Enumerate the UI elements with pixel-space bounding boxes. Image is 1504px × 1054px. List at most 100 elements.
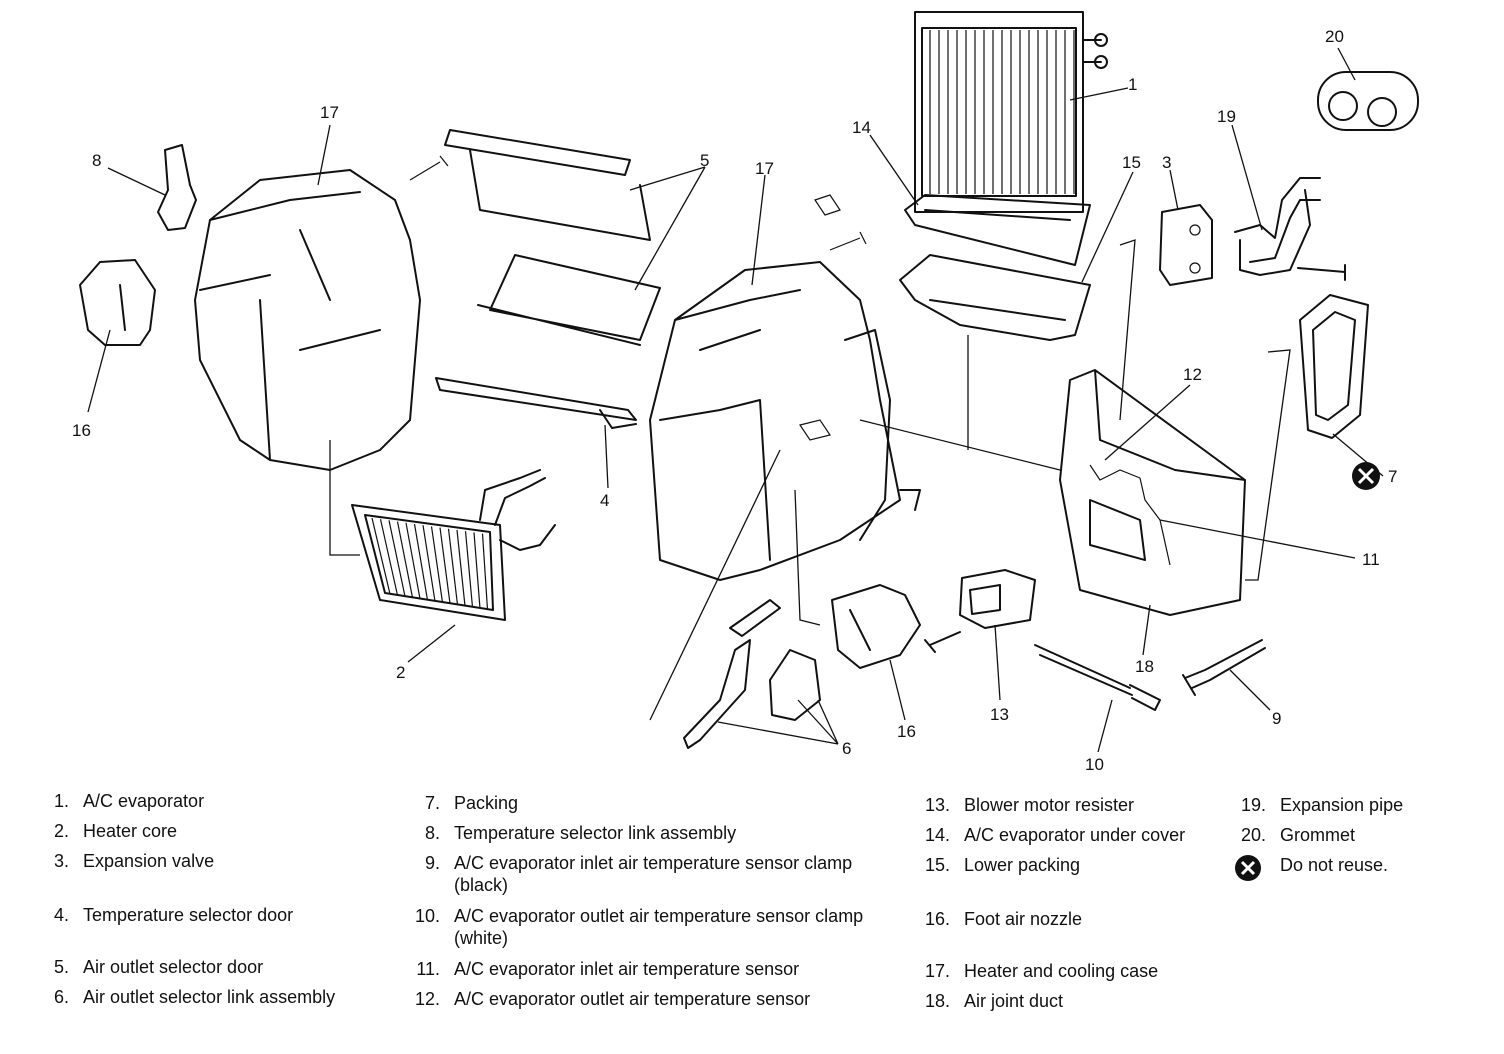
heater-core-fin-line	[379, 519, 399, 596]
guide-line	[649, 449, 781, 721]
guide-line	[794, 489, 821, 626]
heater-core-fin-line	[430, 526, 444, 603]
legend-item-4: 4.Temperature selector door	[54, 904, 294, 926]
resister-screw-drawing	[924, 631, 961, 653]
heater-cooling-case-right-drawing	[649, 261, 901, 581]
legend-item-12: 12. A/C evaporator outlet air temperature…	[415, 988, 811, 1010]
guide-line	[1119, 239, 1136, 421]
exploded-parts-diagram: 1 2 3 4 5 6 7 8 9 10 11 12 13 14 15 16 1…	[72, 11, 1419, 774]
leader-line	[107, 167, 166, 196]
leader-line	[1169, 169, 1179, 211]
pipe-bolt-drawing	[1297, 264, 1346, 281]
callout-18: 18	[1135, 657, 1154, 676]
foot-air-nozzle-right-drawing	[831, 584, 921, 669]
leader-line	[604, 424, 609, 489]
leader-line	[629, 166, 706, 291]
heater-core-fin-line	[396, 521, 414, 598]
legend-text: Heater and cooling case	[964, 961, 1159, 981]
air-outlet-selector-door-lower-drawing	[477, 254, 661, 346]
legend-num: 3.	[53, 851, 69, 871]
legend-num: 12.	[414, 989, 440, 1009]
callout-3: 3	[1162, 153, 1171, 172]
expansion-valve-drawing	[1159, 204, 1213, 286]
legend-num: 18.	[924, 991, 950, 1011]
callout-6: 6	[842, 739, 851, 758]
callout-9: 9	[1272, 709, 1281, 728]
heater-core-fin-line	[464, 531, 474, 608]
leader-line	[87, 329, 111, 413]
callout-10: 10	[1085, 755, 1104, 774]
callout-16-right: 16	[897, 722, 916, 741]
legend-text: A/C evaporator	[83, 791, 205, 811]
legend-text: Foot air nozzle	[964, 909, 1083, 929]
callout-15: 15	[1122, 153, 1141, 172]
legend-item-3: 3. Expansion valve	[54, 850, 215, 872]
temperature-selector-door-drawing	[435, 377, 637, 429]
case-side-bracket-drawing	[844, 329, 921, 541]
legend-num: 11.	[416, 959, 440, 979]
legend-text: Expansion valve	[83, 851, 215, 871]
heater-core-fin-line	[371, 517, 391, 595]
temp-selector-link-drawing	[157, 144, 197, 231]
legend-text: A/C evaporator inlet air temperature sen…	[454, 959, 800, 979]
legend-item-16: 16.Foot air nozzle	[925, 908, 1083, 930]
legend-num: 2.	[53, 821, 69, 841]
legend-text: A/C evaporator under cover	[964, 825, 1186, 845]
evaporator-under-cover-drawing	[904, 194, 1091, 266]
legend-text: A/C evaporator outlet air temperature se…	[454, 906, 864, 926]
legend-num: 6.	[53, 987, 69, 1007]
legend-item-20: 20. Grommet	[1241, 824, 1356, 846]
guide-line	[859, 419, 1061, 471]
legend-text: A/C evaporator inlet air temperature sen…	[454, 853, 853, 873]
air-outlet-selector-link-drawing	[683, 599, 781, 749]
legend-item-11: 11. A/C evaporator inlet air temperature …	[416, 958, 800, 980]
legend-text: Packing	[454, 793, 519, 813]
leader-line	[1142, 604, 1151, 656]
legend-item-6: 6. Air outlet selector link assembly	[54, 986, 336, 1008]
legend-item-7: 7. Packing	[425, 792, 519, 814]
callout-8: 8	[92, 151, 101, 170]
legend-num: 19.	[1240, 795, 1266, 815]
legend-item-17: 17.Heater and cooling case	[925, 960, 1159, 982]
heater-core-fin-line	[422, 525, 436, 602]
guide-line	[329, 440, 360, 556]
legend-item-10: 10.A/C evaporator outlet air temperature…	[415, 905, 864, 949]
legend-text-continued: (black)	[454, 875, 509, 895]
grommet-drawing	[1317, 71, 1419, 131]
legend-item-9: 9. A/C evaporator inlet air temperature s…	[425, 852, 853, 896]
legend-text: Heater core	[83, 821, 178, 841]
legend-num: 8.	[424, 823, 440, 843]
heater-core-fin-line	[481, 533, 489, 610]
legend-num: 15.	[924, 855, 950, 875]
legend-num: 9.	[424, 853, 440, 873]
legend-text: Air joint duct	[964, 991, 1064, 1011]
heater-core-fin-line	[405, 522, 421, 599]
legend-num: 7.	[424, 793, 440, 813]
legend-num: 20.	[1240, 825, 1266, 845]
legend-item-19: 19.Expansion pipe	[1241, 794, 1403, 816]
callout-20: 20	[1325, 27, 1344, 46]
legend-text: Grommet	[1280, 825, 1356, 845]
leader-line	[1337, 47, 1356, 81]
foot-air-nozzle-left-drawing	[79, 259, 156, 346]
ac-evaporator-drawing	[914, 11, 1108, 213]
callout-16-left: 16	[72, 421, 91, 440]
legend-text: A/C evaporator outlet air temperature se…	[454, 989, 811, 1009]
blower-motor-resister-drawing	[959, 569, 1036, 629]
leader-line	[889, 659, 906, 721]
callout-5: 5	[700, 151, 709, 170]
legend-num: 1.	[53, 791, 69, 811]
legend-text: Temperature selector door	[83, 905, 294, 925]
clip-drawing	[814, 194, 841, 216]
legend-item-1: 1. A/C evaporator	[54, 790, 205, 812]
expansion-pipe-drawing	[1234, 177, 1321, 276]
do-not-reuse-marker	[1352, 462, 1380, 490]
legend-item-5: 5.Air outlet selector door	[54, 956, 263, 978]
legend-num: 5.	[53, 957, 69, 977]
legend-text: Air outlet selector link assembly	[83, 987, 336, 1007]
leader-line	[869, 134, 919, 206]
callout-14: 14	[852, 118, 871, 137]
legend-item-15: 15.Lower packing	[925, 854, 1080, 876]
leader-line	[1231, 124, 1263, 231]
x-circle-icon	[1235, 855, 1261, 881]
